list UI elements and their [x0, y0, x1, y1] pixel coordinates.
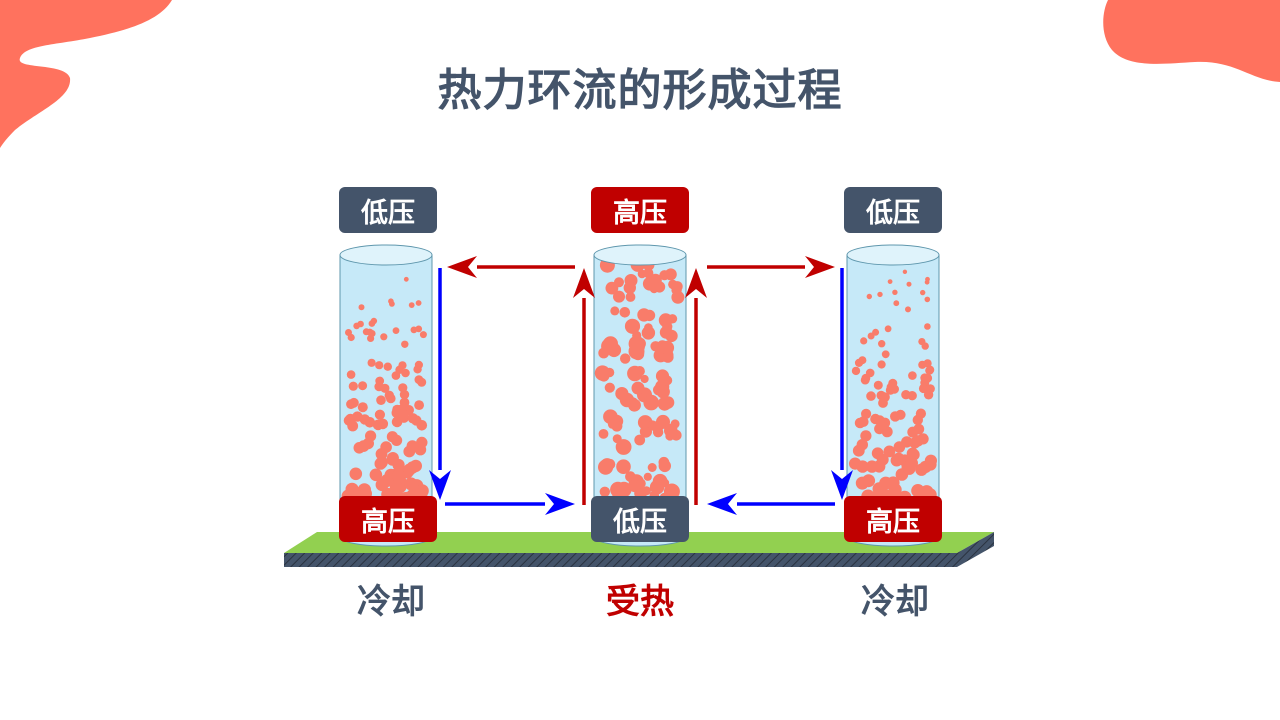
ground-label-right: 冷却	[861, 582, 929, 622]
ground-label-center: 受热	[606, 582, 674, 622]
page-title: 热力环流的形成过程	[437, 65, 843, 116]
arrow-bottom-to-center-left-head	[545, 493, 575, 515]
decorative-blob-top-left	[0, 0, 172, 148]
pressure-badge-right-bottom: 高压	[844, 496, 942, 542]
circulation-arrows	[429, 256, 853, 515]
arrow-sink-left-head	[429, 470, 451, 500]
ground-front-face	[284, 553, 957, 567]
arrow-sink-right-head	[831, 470, 853, 500]
decorative-blob-top-right	[1103, 0, 1280, 82]
ground-side-face	[957, 532, 994, 567]
pressure-badge-center-bottom: 低压	[591, 496, 689, 542]
arrow-top-to-right-head	[805, 256, 835, 278]
pressure-badge-center-top: 高压	[591, 187, 689, 233]
pressure-badge-right-top: 低压	[844, 187, 942, 233]
ground-label-left: 冷却	[357, 582, 425, 622]
arrow-top-to-left-head	[447, 256, 477, 278]
pressure-badge-left-top: 低压	[339, 187, 437, 233]
pressure-badge-left-bottom: 高压	[339, 496, 437, 542]
arrow-rise-right-head	[685, 268, 707, 298]
arrow-rise-left-head	[573, 268, 595, 298]
arrow-bottom-to-center-right-head	[707, 493, 737, 515]
